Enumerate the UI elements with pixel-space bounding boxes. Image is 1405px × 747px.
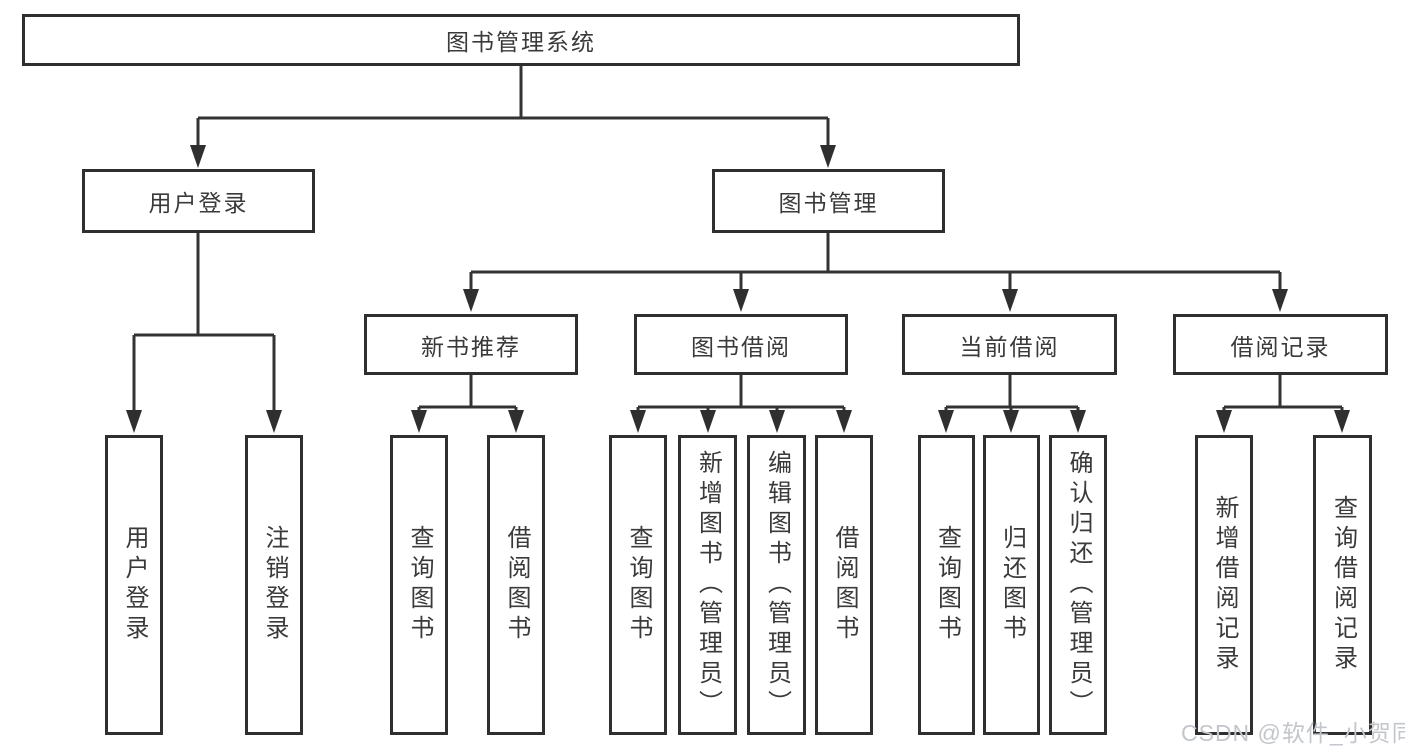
leaf-query-books-recommend: 查询图书	[390, 435, 448, 735]
leaf-query-borrow-record-label: 查询借阅记录	[1329, 495, 1357, 675]
leaf-add-book-admin-label: 新增图书（管理员）	[694, 450, 722, 720]
connector-borrow-records	[1222, 375, 1344, 412]
leaf-borrow-books: 借阅图书	[815, 435, 873, 735]
leaf-logout: 注销登录	[245, 435, 303, 735]
leaf-query-books-recommend-label: 查询图书	[406, 525, 433, 645]
leaf-confirm-return-admin: 确认归还（管理员）	[1049, 435, 1107, 735]
leaf-confirm-return-admin-label: 确认归还（管理员）	[1065, 450, 1092, 720]
leaf-edit-book-admin-label: 编辑图书（管理员）	[763, 450, 791, 720]
node-book-borrow: 图书借阅	[634, 314, 848, 375]
leaf-query-books-borrow: 查询图书	[609, 435, 667, 735]
leaf-user-login-label: 用户登录	[121, 525, 148, 645]
leaf-return-books: 归还图书	[983, 435, 1040, 735]
node-root-label: 图书管理系统	[446, 29, 596, 55]
node-book-management-label: 图书管理	[778, 190, 879, 216]
leaf-add-borrow-record-label: 新增借阅记录	[1211, 495, 1238, 675]
node-borrow-records: 借阅记录	[1173, 314, 1388, 375]
connector-new-book-recommend	[417, 375, 518, 412]
leaf-logout-label: 注销登录	[261, 525, 288, 645]
connector-book-borrow	[636, 375, 846, 412]
leaf-return-books-label: 归还图书	[998, 525, 1026, 645]
leaf-query-books-borrow-label: 查询图书	[625, 525, 652, 645]
watermark: CSDN @软件_小贺同学	[1181, 720, 1405, 746]
node-current-borrow-label: 当前借阅	[959, 333, 1060, 360]
leaf-borrow-books-recommend: 借阅图书	[487, 435, 545, 735]
leaf-add-book-admin: 新增图书（管理员）	[678, 435, 737, 735]
leaf-add-borrow-record: 新增借阅记录	[1195, 435, 1253, 735]
node-user-login: 用户登录	[82, 169, 315, 233]
node-current-borrow: 当前借阅	[902, 314, 1117, 375]
leaf-user-login: 用户登录	[105, 435, 163, 735]
leaf-edit-book-admin: 编辑图书（管理员）	[747, 435, 806, 735]
node-book-management: 图书管理	[712, 169, 945, 233]
node-book-borrow-label: 图书借阅	[691, 333, 791, 360]
node-new-book-recommend: 新书推荐	[364, 314, 578, 375]
leaf-query-borrow-record: 查询借阅记录	[1313, 435, 1372, 735]
node-root: 图书管理系统	[22, 14, 1020, 66]
connector-user-login	[132, 233, 276, 412]
connector-root	[196, 66, 830, 147]
leaf-query-books-current: 查询图书	[918, 435, 975, 735]
connector-book-management	[469, 233, 1282, 291]
node-new-book-recommend-label: 新书推荐	[421, 333, 521, 360]
leaf-borrow-books-label: 借阅图书	[831, 525, 858, 645]
leaf-query-books-current-label: 查询图书	[933, 525, 961, 645]
node-borrow-records-label: 借阅记录	[1230, 333, 1331, 360]
connector-current-borrow	[944, 375, 1080, 412]
node-user-login-label: 用户登录	[148, 190, 249, 216]
leaf-borrow-books-recommend-label: 借阅图书	[503, 525, 530, 645]
